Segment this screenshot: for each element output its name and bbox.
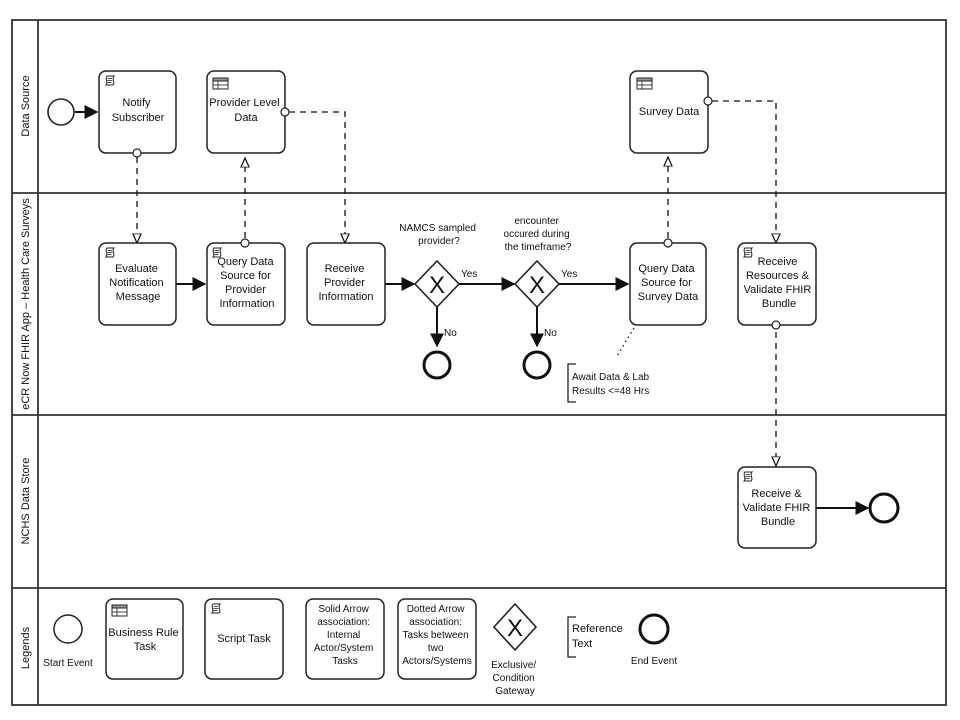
start-event — [47, 98, 75, 126]
svg-text:Business Rule Task: Business Rule Task — [108, 627, 181, 653]
gateway-1-yes-label: Yes — [461, 269, 477, 280]
svg-text:Query Data Source for: Query Data Source for Survey Data — [638, 263, 699, 303]
lane-label-nchs-store: NCHS Data Store — [20, 458, 32, 545]
svg-text:Query Data Source for: Query Data Source for Provider Informati… — [217, 256, 276, 310]
annotation-association — [616, 327, 635, 357]
svg-text:Dotted Arrow association: Dotted Arrow association: Tasks between … — [402, 604, 471, 667]
legend-dotted-arrow: Dotted Arrow association: Tasks between … — [397, 598, 477, 680]
task-receive-resources: Receive Resources & Validate FHIR Bundle — [737, 242, 817, 330]
task-receive-provider: Receive Provider Information — [306, 242, 386, 326]
svg-text:X: X — [429, 272, 445, 299]
legend-gateway: X Exclusive/ Condition Gateway — [491, 602, 539, 697]
svg-text:Script Task: Script Task — [217, 633, 271, 645]
svg-text:Solid Arrow association:: Solid Arrow association: Internal Actor/… — [314, 604, 376, 667]
svg-text:Receive Resources &: Receive Resources & Validate FHIR Bundle — [744, 256, 815, 310]
gateway-encounter-timeframe: X — [513, 259, 561, 309]
svg-text:Await Data & Lab Results: Await Data & Lab Results <=48 Hrs — [572, 372, 652, 397]
task-query-provider: Query Data Source for Provider Informati… — [206, 238, 286, 326]
lane-label-ecr-app: eCR Now FHIR App – Health Care Surveys — [20, 198, 32, 410]
end-event-encounter-no — [522, 350, 552, 380]
svg-text:Reference Text: Reference Text — [572, 623, 626, 650]
gateway-2-yes-label: Yes — [561, 269, 577, 280]
svg-text:Provider Level Data: Provider Level Data — [209, 97, 282, 124]
task-evaluate-notification: Evaluate Notification Message — [98, 242, 177, 326]
svg-text:Notify Subscriber: Notify Subscriber — [112, 97, 165, 124]
lane-label-legends: Legends — [20, 626, 32, 669]
msg-survey-data-to-receive — [712, 100, 776, 243]
legend-solid-arrow: Solid Arrow association: Internal Actor/… — [305, 598, 385, 680]
svg-text:X: X — [507, 615, 523, 642]
msg-provider-data-to-receive — [289, 111, 345, 243]
end-event-final — [868, 492, 900, 524]
task-receive-validate: Receive & Validate FHIR Bundle — [737, 466, 817, 549]
legend-end-event: End Event — [631, 613, 677, 667]
svg-text:Receive Provider I: Receive Provider Information — [318, 263, 373, 303]
end-event-namcs-no — [422, 350, 452, 380]
annotation-await-data: Await Data & Lab Results <=48 Hrs — [567, 363, 652, 403]
legend-start-event: Start Event — [43, 614, 93, 669]
legend-script-task: Script Task — [204, 598, 284, 680]
task-notify-subscriber: Notify Subscriber — [98, 70, 177, 158]
svg-text:Receive & Validate FHIR: Receive & Validate FHIR Bundle — [743, 488, 814, 528]
task-survey-data: Survey Data — [629, 70, 713, 154]
svg-text:Exclusive/ Condition: Exclusive/ Condition Gateway — [491, 660, 539, 697]
gateway-2-no-label: No — [544, 328, 557, 339]
legend-business-rule-task: Business Rule Task — [105, 598, 184, 680]
gateway-1-question: NAMCS sampled provider? — [399, 223, 478, 247]
gateway-namcs-sampled: X — [413, 259, 461, 309]
task-provider-level-data: Provider Level Data — [206, 70, 290, 154]
svg-text:X: X — [529, 272, 545, 299]
gateway-1-no-label: No — [444, 328, 457, 339]
connectors — [75, 100, 870, 515]
svg-text:Survey Data: Survey Data — [639, 106, 700, 118]
legend-reference-text: Reference Text — [567, 616, 626, 658]
svg-text:End Event: End Event — [631, 656, 677, 667]
svg-text:Evaluate Notification: Evaluate Notification Message — [109, 263, 166, 303]
task-query-survey: Query Data Source for Survey Data — [629, 238, 707, 326]
lane-label-data-source: Data Source — [20, 75, 32, 136]
gateway-2-question: encounter occured during the timeframe? — [504, 216, 573, 253]
svg-text:Start Event: Start Event — [43, 658, 93, 669]
